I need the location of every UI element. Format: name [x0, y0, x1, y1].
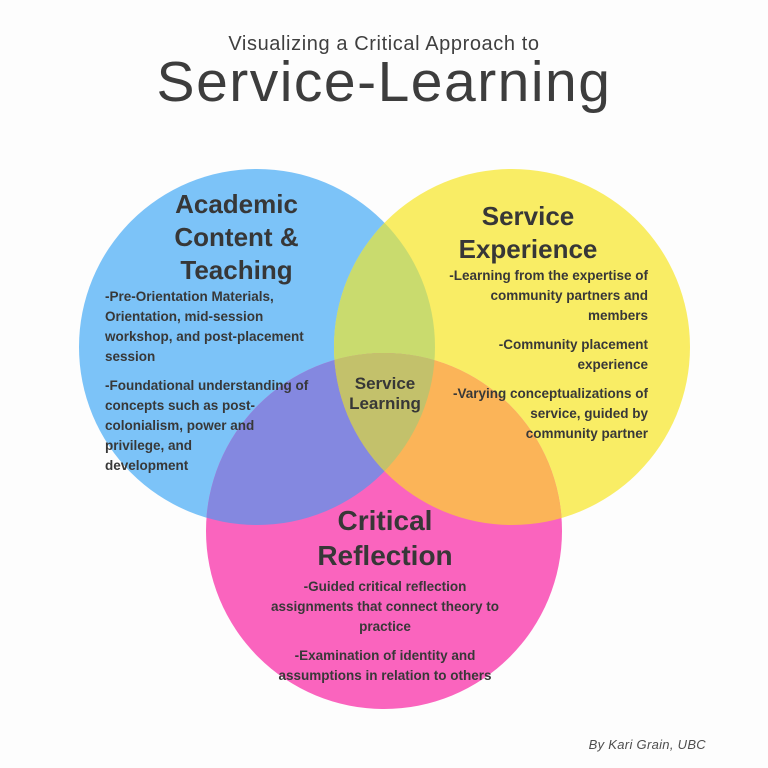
academic-section: Academic Content & Teaching -Pre-Orienta… — [105, 188, 340, 485]
academic-reflection-overlap — [206, 353, 435, 525]
reflection-section: Critical Reflection -Guided critical ref… — [234, 503, 536, 695]
service-reflection-overlap — [334, 353, 562, 525]
venn-center-label: Service Learning — [349, 374, 421, 413]
service-item: -Learning from the expertise of communit… — [449, 268, 648, 323]
service-item: -Community placement experience — [498, 337, 648, 372]
service-item: -Varying conceptualizations of service, … — [452, 386, 648, 441]
academic-section-title: Academic Content & Teaching — [174, 189, 299, 285]
page-title: Service-Learning — [156, 50, 612, 114]
service-section-title: Service Experience — [458, 201, 598, 264]
service-section: Service Experience -Learning from the ex… — [408, 200, 648, 453]
attribution-credit: By Kari Grain, UBC — [588, 737, 706, 752]
reflection-section-title: Critical Reflection — [317, 505, 453, 571]
academic-item: -Foundational understanding of concepts … — [105, 378, 309, 473]
reflection-item: -Examination of identity and assumptions… — [278, 648, 492, 683]
page-subtitle: Visualizing a Critical Approach to — [228, 33, 540, 55]
academic-item: -Pre-Orientation Materials, Orientation,… — [105, 289, 304, 364]
reflection-item: -Guided critical reflection assignments … — [270, 579, 500, 634]
